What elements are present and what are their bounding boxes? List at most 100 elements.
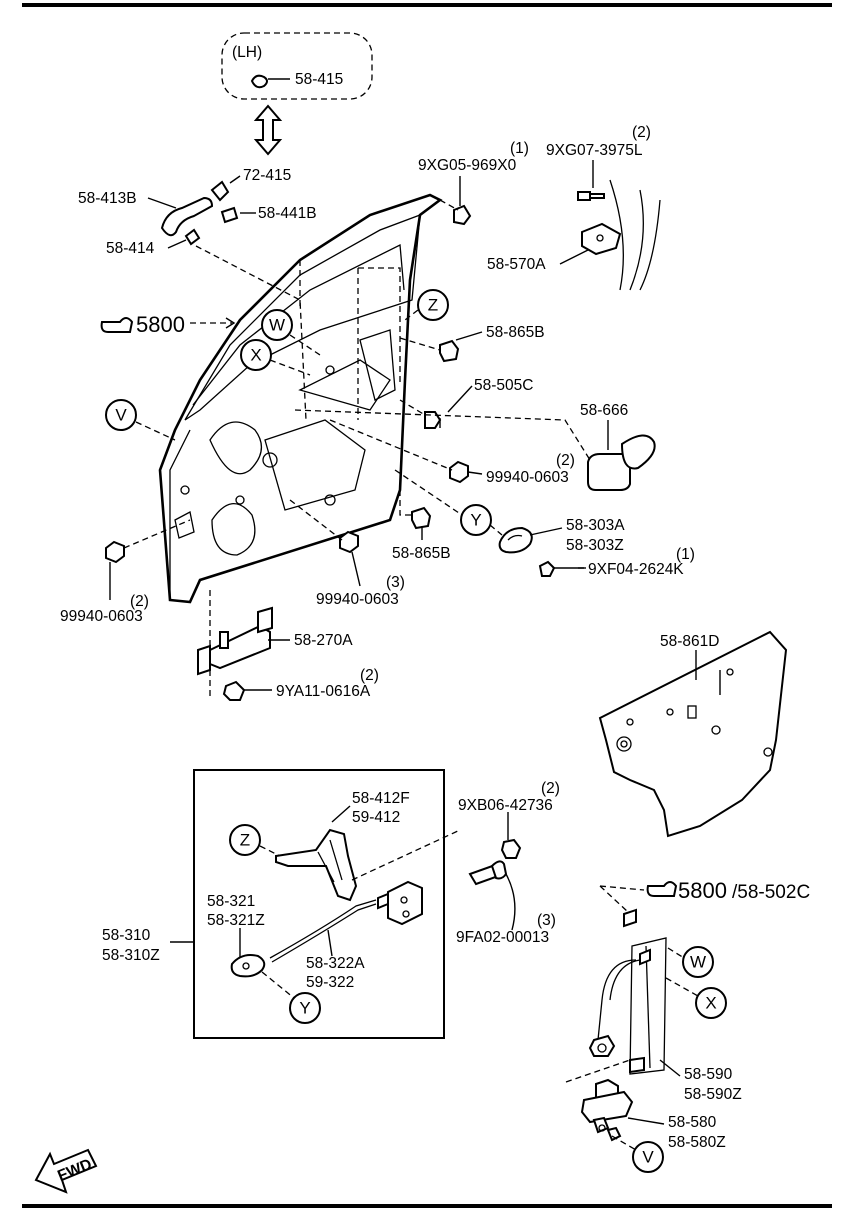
- ref-5800: 5800: [100, 312, 236, 337]
- bracket-58-412f: 58-412F 59-412: [275, 790, 410, 902]
- ref-circle-y: Y: [460, 504, 492, 536]
- ref-circle-v: V: [105, 399, 137, 431]
- label-99940-0603-left: 99940-0603: [60, 608, 143, 625]
- svg-text:Y: Y: [299, 999, 310, 1018]
- bezel-58-303a: 58-303A 58-303Z: [498, 517, 625, 554]
- bolt-9xb06: (2) 9XB06-42736: [458, 780, 560, 859]
- label-58-502c: /58-502C: [732, 882, 810, 903]
- svg-text:V: V: [115, 406, 127, 425]
- label-59-412: 59-412: [352, 809, 400, 826]
- nut-99940-middle: (3) 99940-0603: [316, 530, 405, 608]
- label-99940-0603-right: 99940-0603: [486, 469, 569, 486]
- label-58-590z: 58-590Z: [684, 1086, 742, 1103]
- bolt-58-505c: 58-505C: [424, 377, 533, 429]
- label-58-270a: 58-270A: [294, 632, 353, 649]
- bolt-9ya11: (2) 9YA11-0616A: [222, 667, 379, 701]
- ref-circle-v-motor: V: [632, 1141, 664, 1173]
- svg-text:W: W: [269, 316, 285, 335]
- label-58-322a: 58-322A: [306, 955, 365, 972]
- label-59-322: 59-322: [306, 974, 354, 991]
- label-58-666: 58-666: [580, 402, 628, 419]
- label-58-590: 58-590: [684, 1066, 733, 1083]
- label-9xf04-2624k: 9XF04-2624K: [588, 561, 684, 578]
- label-99940-0603-middle: 99940-0603: [316, 591, 399, 608]
- label-58-412f: 58-412F: [352, 790, 410, 807]
- rod-58-322a: 58-322A 59-322: [269, 899, 377, 991]
- svg-text:Z: Z: [240, 831, 250, 850]
- label-58-415: 58-415: [295, 71, 343, 88]
- label-58-310: 58-310: [102, 927, 151, 944]
- svg-text:(1): (1): [676, 546, 695, 563]
- mirror-58-666: 58-666: [580, 402, 656, 491]
- svg-text:X: X: [250, 346, 261, 365]
- hinge-58-270a: 58-270A: [197, 606, 353, 676]
- window-regulator-58-590: 58-590 58-590Z: [588, 937, 742, 1103]
- label-9fa02-00013: 9FA02-00013: [456, 929, 549, 946]
- window-motor-58-580: 58-580 58-580Z: [580, 1078, 726, 1151]
- double-arrow-icon: [253, 104, 283, 156]
- label-58-303a: 58-303A: [566, 517, 625, 534]
- label-58-570a: 58-570A: [487, 256, 546, 273]
- ref-circle-z-box: Z: [229, 824, 261, 856]
- label-5800: 5800: [136, 312, 185, 337]
- fwd-arrow-icon: FWD: [34, 1148, 98, 1194]
- screw-9xg05: (1) 9XG05-969X0: [418, 140, 529, 226]
- striker-58-570a: 58-570A: [487, 179, 661, 291]
- door-shell: [158, 193, 443, 604]
- label-58-580z: 58-580Z: [668, 1134, 726, 1151]
- screw-9fa02: (3) 9FA02-00013: [456, 860, 556, 946]
- label-58-321: 58-321: [207, 893, 255, 910]
- label-58-861d: 58-861D: [660, 633, 719, 650]
- label-9xg07-3975l: 9XG07-3975L: [546, 142, 643, 159]
- svg-text:(3): (3): [386, 574, 405, 591]
- svg-text:X: X: [705, 994, 716, 1013]
- label-58-413b: 58-413B: [78, 190, 137, 207]
- ref-circle-z: Z: [417, 289, 449, 321]
- ref-5800-58-502c: 5800 /58-502C: [599, 878, 810, 913]
- svg-text:W: W: [690, 953, 706, 972]
- bolt-9xg07: (2) 9XG07-3975L: [546, 124, 651, 201]
- label-5800-b: 5800: [678, 878, 727, 903]
- svg-text:(1): (1): [510, 140, 529, 157]
- label-58-321z: 58-321Z: [207, 912, 265, 929]
- svg-text:(2): (2): [541, 780, 560, 797]
- ref-circle-x-reg: X: [695, 987, 727, 1019]
- lh-tag: (LH): [232, 44, 262, 61]
- label-58-310z: 58-310Z: [102, 947, 160, 964]
- label-58-505c: 58-505C: [474, 377, 533, 394]
- ref-circle-w-reg: W: [682, 946, 714, 978]
- label-9xb06-42736: 9XB06-42736: [458, 797, 553, 814]
- ref-circle-w: W: [261, 309, 293, 341]
- label-72-415: 72-415: [243, 167, 291, 184]
- ref-circle-x: X: [240, 339, 272, 371]
- label-9ya11-0616a: 9YA11-0616A: [276, 683, 371, 700]
- svg-text:(2): (2): [556, 452, 575, 469]
- label-58-580: 58-580: [668, 1114, 717, 1131]
- label-58-865b-top: 58-865B: [486, 324, 545, 341]
- ref-circle-y-box: Y: [289, 992, 321, 1024]
- svg-text:(2): (2): [360, 667, 379, 684]
- outside-handle-group: 58-413B 72-415 58-441B 58-414: [78, 167, 317, 257]
- screw-9xf04: (1) 9XF04-2624K: [538, 546, 695, 578]
- label-58-414: 58-414: [106, 240, 155, 257]
- lh-inset: (LH) 58-415: [221, 32, 373, 100]
- svg-text:Z: Z: [428, 296, 438, 315]
- lock-assembly-box: [193, 769, 445, 1039]
- svg-text:(2): (2): [130, 593, 149, 610]
- label-9xg05-969x0: 9XG05-969X0: [418, 157, 517, 174]
- label-58-303z: 58-303Z: [566, 537, 624, 554]
- label-58-441b: 58-441B: [258, 205, 317, 222]
- bumper-58-865b-top: 58-865B: [439, 324, 545, 363]
- pointing-hand-icon: [100, 317, 134, 333]
- nut-99940-right: (2) 99940-0603: [449, 452, 575, 486]
- door-lock-actuator: [377, 880, 423, 926]
- clip-58-502c: [623, 908, 637, 928]
- pointing-hand-icon-2: [646, 881, 678, 897]
- svg-text:(2): (2): [632, 124, 651, 141]
- svg-text:(3): (3): [537, 912, 556, 929]
- inner-handle-58-321: 58-321 58-321Z: [207, 893, 266, 978]
- svg-text:Y: Y: [470, 511, 481, 530]
- bumper-58-865b-bot: 58-865B: [392, 506, 451, 562]
- watershield-58-861d: 58-861D: [598, 630, 788, 838]
- svg-text:V: V: [642, 1148, 654, 1167]
